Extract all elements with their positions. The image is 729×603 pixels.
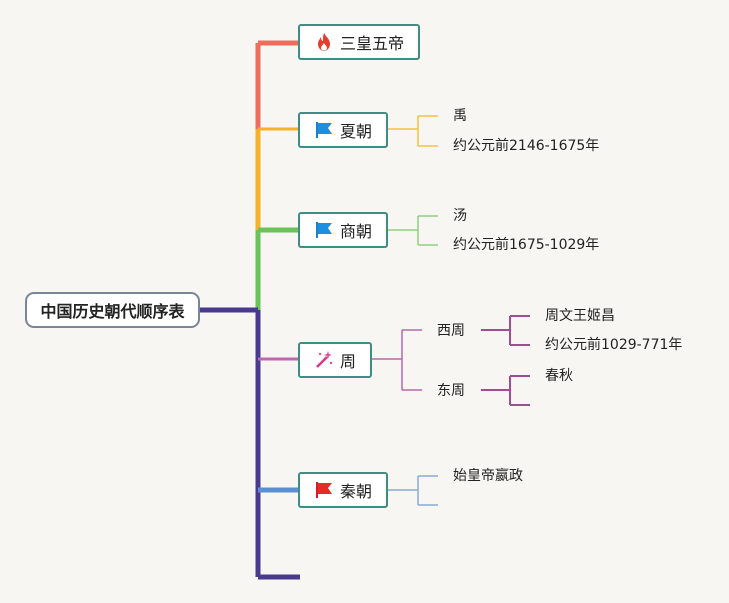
leaf-tang[interactable]: 汤 xyxy=(453,208,467,224)
node-xia-dynasty[interactable]: 夏朝 xyxy=(298,112,388,148)
node-zhou-dynasty[interactable]: 周 xyxy=(298,342,372,378)
node-shang-dynasty[interactable]: 商朝 xyxy=(298,212,388,248)
red-flag-icon xyxy=(315,482,332,498)
magic-wand-icon xyxy=(316,351,333,368)
leaf-xia-dates[interactable]: 约公元前2146-1675年 xyxy=(453,138,600,154)
node-label: 秦朝 xyxy=(339,482,372,501)
leaf-western-zhou-dates[interactable]: 约公元前1029-771年 xyxy=(545,337,683,353)
blue-flag-icon xyxy=(315,222,332,238)
leaf-yu[interactable]: 禹 xyxy=(453,108,467,124)
node-label: 夏朝 xyxy=(339,122,372,141)
node-label: 三皇五帝 xyxy=(339,34,404,53)
root-node[interactable]: 中国历史朝代顺序表 xyxy=(25,292,200,328)
leaf-western-zhou[interactable]: 西周 xyxy=(437,323,465,339)
node-sanhuang-wudi[interactable]: 三皇五帝 xyxy=(298,24,420,60)
fire-icon xyxy=(317,33,330,51)
leaf-spring-autumn[interactable]: 春秋 xyxy=(545,368,573,384)
node-label: 商朝 xyxy=(339,222,372,241)
leaf-qin-shihuang[interactable]: 始皇帝嬴政 xyxy=(453,468,523,484)
blue-flag-icon xyxy=(315,122,332,138)
leaf-eastern-zhou[interactable]: 东周 xyxy=(437,383,465,399)
node-qin-dynasty[interactable]: 秦朝 xyxy=(298,472,388,508)
leaf-shang-dates[interactable]: 约公元前1675-1029年 xyxy=(453,237,600,253)
leaf-king-wen[interactable]: 周文王姬昌 xyxy=(545,308,615,324)
node-label: 周 xyxy=(339,352,356,371)
root-label: 中国历史朝代顺序表 xyxy=(40,302,185,321)
